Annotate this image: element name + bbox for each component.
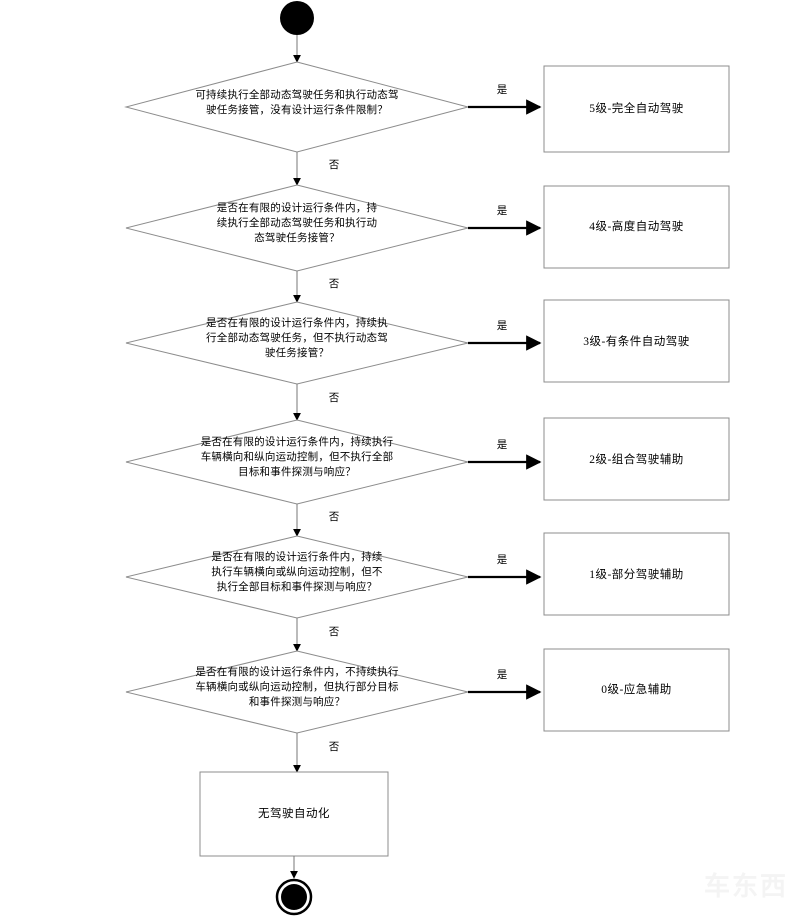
decision-node-5: [125, 535, 469, 619]
outcome-box-4: [543, 185, 730, 269]
outcome-box-0: [543, 648, 730, 732]
decision-node-6: [125, 650, 469, 734]
end-terminator: [281, 884, 307, 910]
decision-node-3: [125, 301, 469, 385]
decision-node-2: [125, 184, 469, 272]
final-node-box: [199, 771, 389, 857]
outcome-box-3: [543, 299, 730, 383]
outcome-box-1: [543, 532, 730, 616]
outcome-box-2: [543, 417, 730, 501]
decision-node-4: [125, 419, 469, 505]
decision-node-1: [124, 61, 470, 153]
outcome-box-5: [543, 65, 730, 153]
start-terminator: [280, 1, 314, 35]
